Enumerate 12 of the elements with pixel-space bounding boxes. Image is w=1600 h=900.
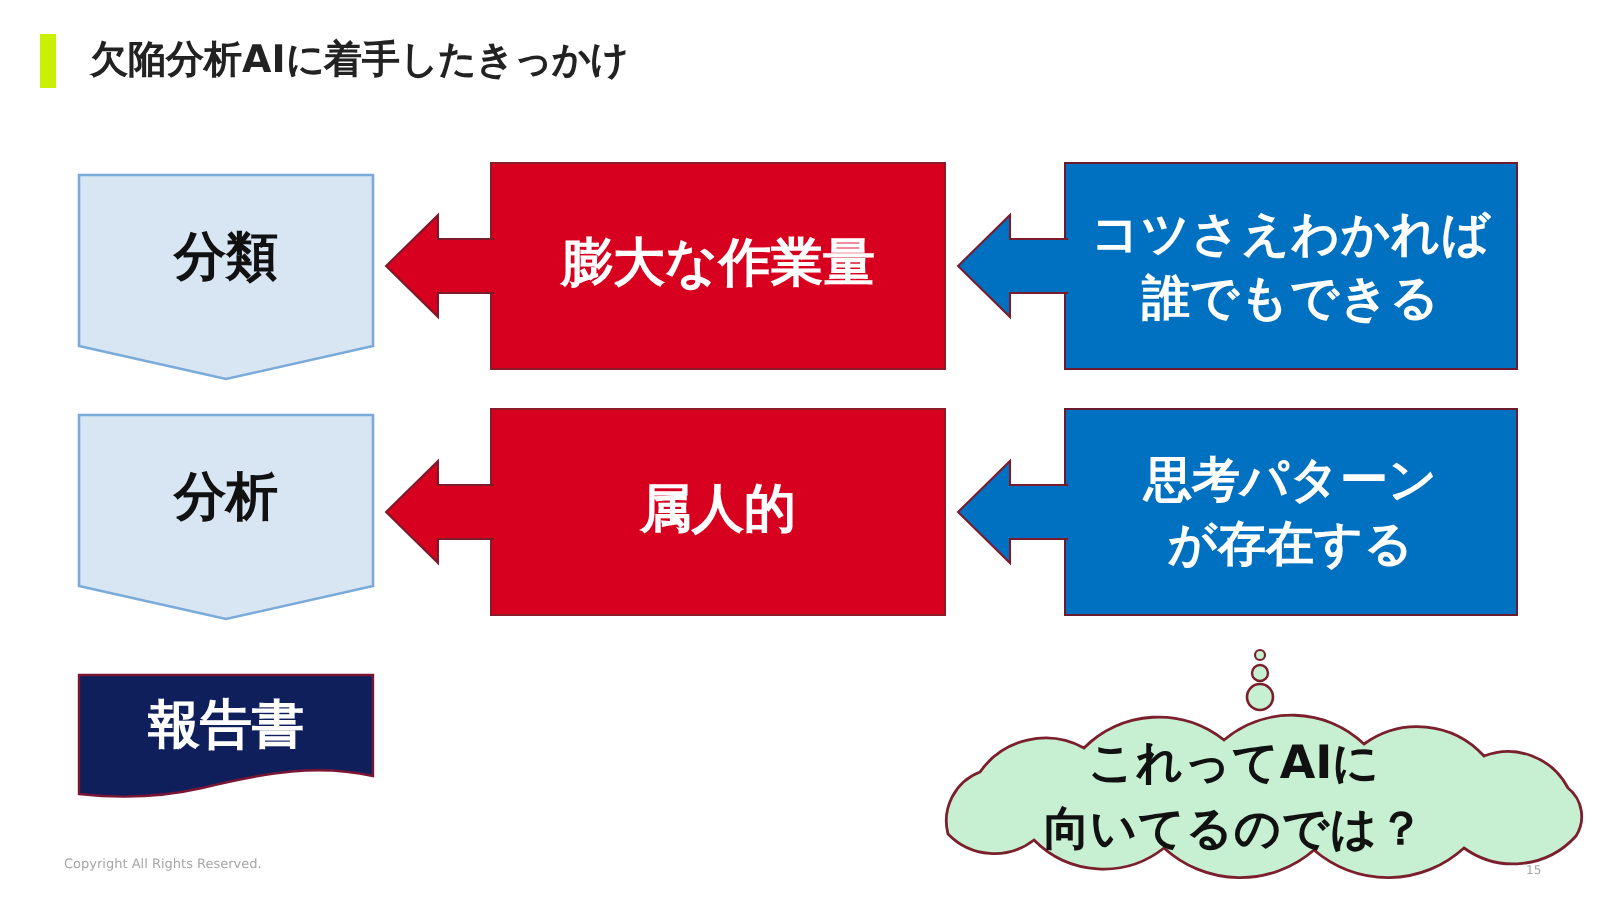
callout-box: コツさえわかれば誰でもできる [1064, 162, 1518, 370]
process-step: 分類 [78, 174, 374, 380]
callout-box: 膨大な作業量 [490, 162, 946, 370]
document-box: 報告書 [78, 674, 374, 800]
arrow [956, 212, 1069, 320]
callout-box: 属人的 [490, 408, 946, 616]
arrow [384, 458, 495, 566]
title: 欠陥分析AIに着手したきっかけ [90, 36, 628, 86]
arrow [956, 458, 1069, 566]
process-step: 分析 [78, 414, 374, 620]
arrow [384, 212, 495, 320]
callout-box: 思考パターンが存在する [1064, 408, 1518, 616]
